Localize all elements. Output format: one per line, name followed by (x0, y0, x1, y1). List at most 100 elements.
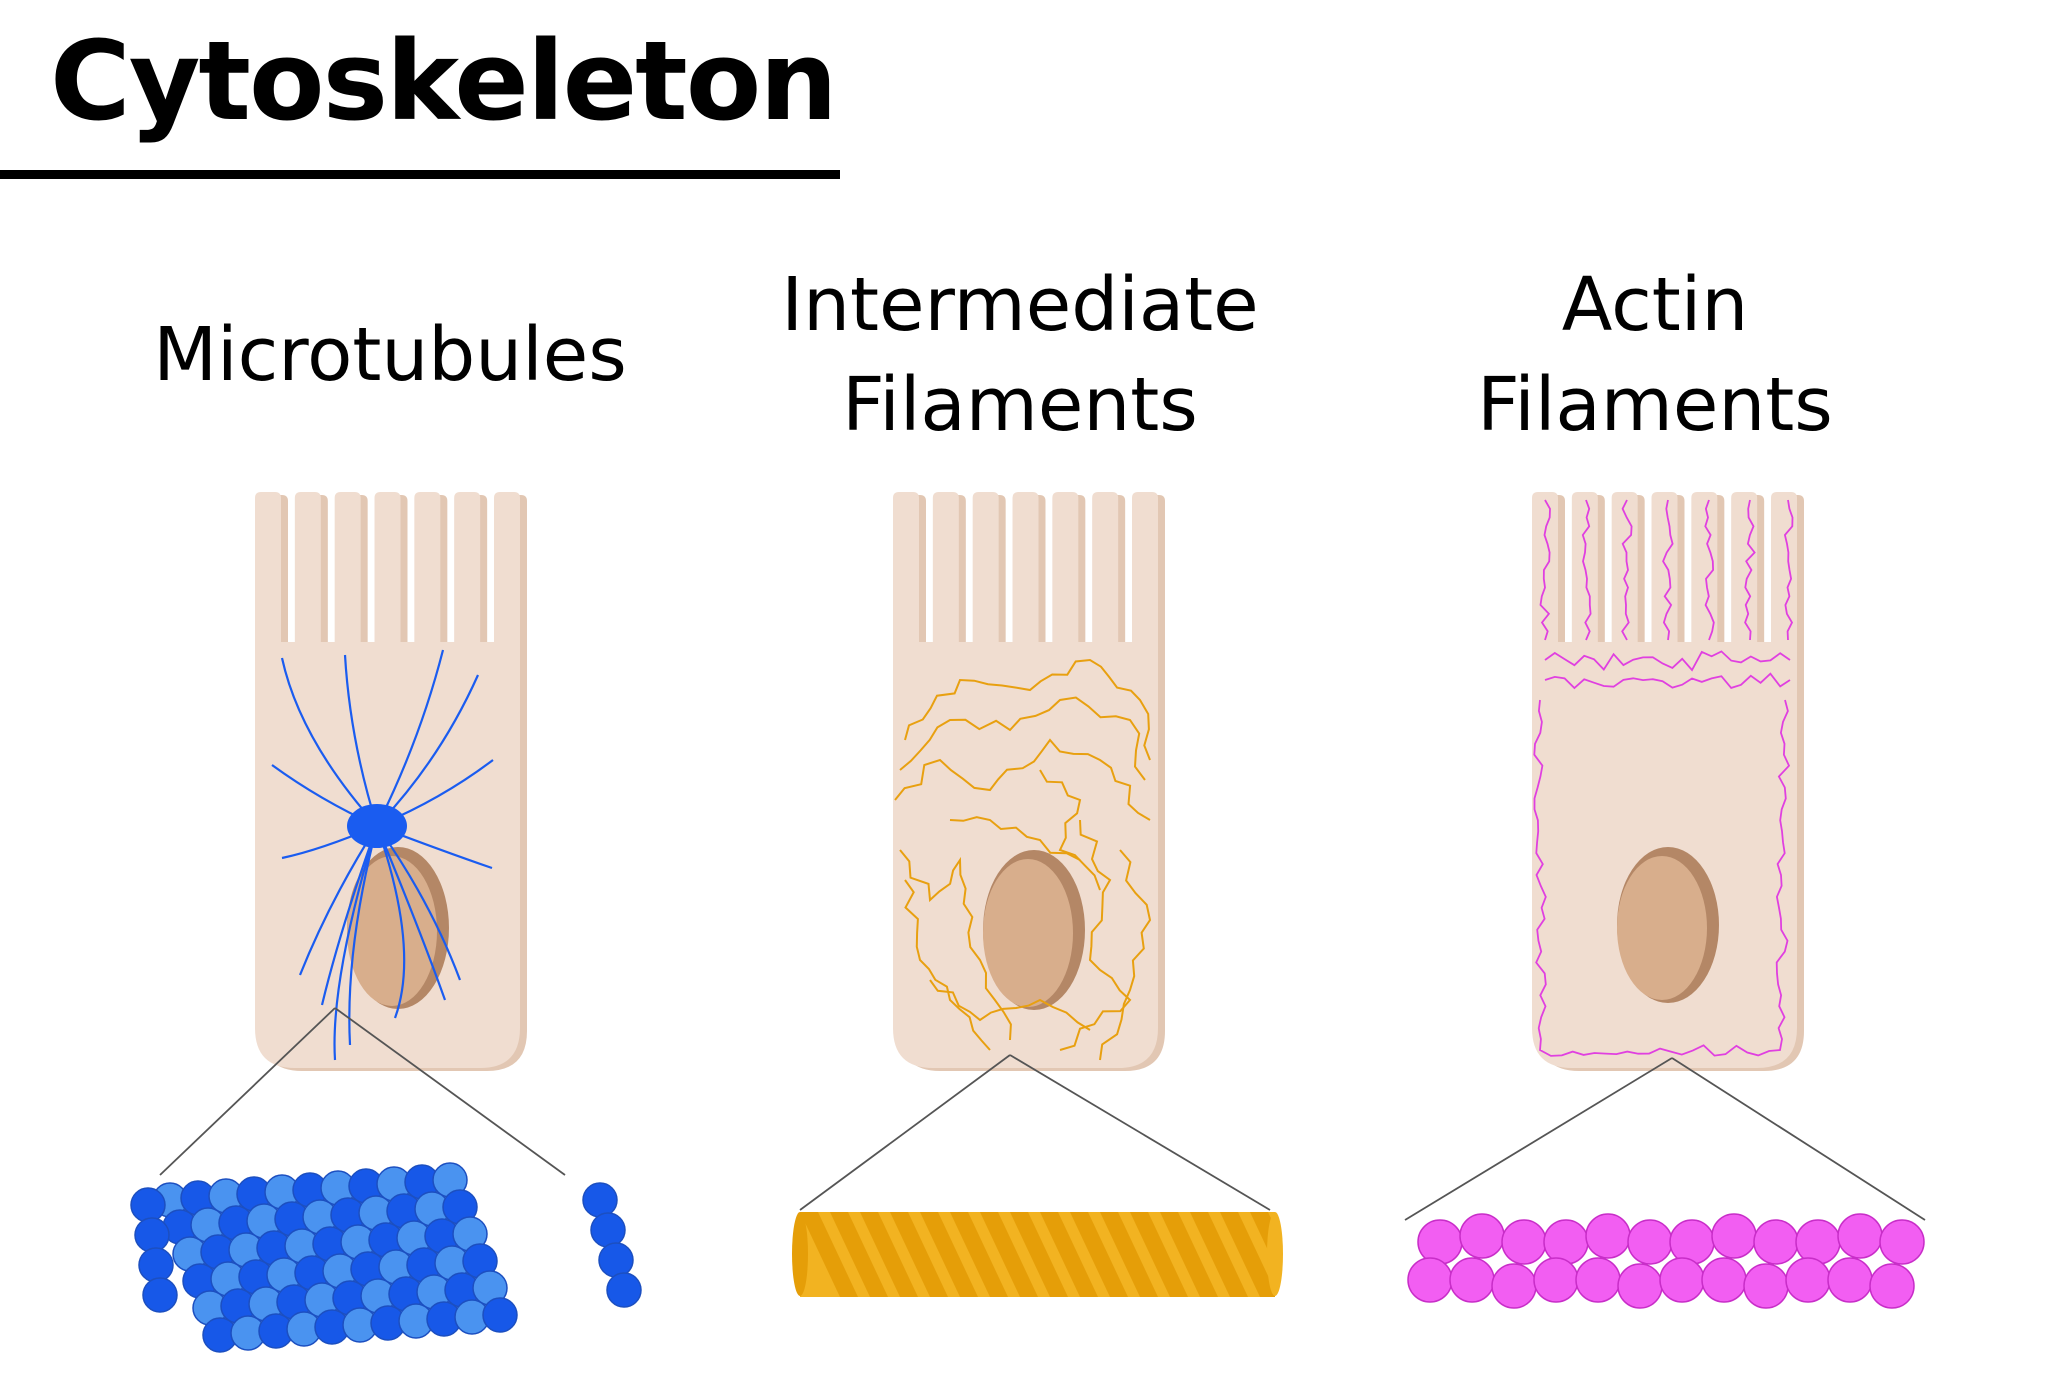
actin-subunit (1869, 1263, 1915, 1309)
zoom-line (334, 1007, 566, 1176)
cell-actin-filaments (1532, 492, 1804, 1071)
filament-stripe (1190, 1212, 1248, 1297)
tubulin-subunit (138, 1247, 174, 1283)
actin-microvillus-strand (1744, 499, 1756, 641)
actin-microvillus-strand (1662, 499, 1674, 641)
actin-subunit (1669, 1219, 1715, 1265)
actin-subunit (1575, 1257, 1621, 1303)
zoom-line (159, 1007, 336, 1176)
actin-subunit (1743, 1263, 1789, 1309)
microtubule-strand (333, 825, 379, 1061)
intermediate-filament-strand (949, 816, 1081, 861)
filament-stripe (1100, 1212, 1158, 1297)
filament-stripe (830, 1212, 888, 1297)
actin-subunit (1837, 1213, 1883, 1259)
actin-subunit (1449, 1257, 1495, 1303)
actin-filament-detail (1404, 1057, 1926, 1309)
actin-subunit (1711, 1213, 1757, 1259)
filament-rope-end (1267, 1212, 1283, 1296)
filament-rope-end (792, 1212, 808, 1296)
label-microtubules: Microtubules (90, 305, 690, 405)
filament-stripe (1280, 1212, 1338, 1297)
cell-body (893, 492, 1158, 1068)
actin-subunit (1533, 1257, 1579, 1303)
actin-subunit (1879, 1219, 1925, 1265)
zoom-line (1671, 1057, 1926, 1221)
microtubule-strand (375, 825, 447, 1001)
centrosome (347, 804, 407, 848)
intermediate-filament-strand (899, 696, 1146, 781)
label-actin-line-2: Filaments (1477, 362, 1833, 448)
filament-stripe (1070, 1212, 1128, 1297)
filament-stripe (1040, 1212, 1098, 1297)
intermediate-filament-strand (1059, 819, 1132, 1051)
label-intermediate-line-1: Intermediate (781, 262, 1259, 348)
actin-subunit (1417, 1219, 1463, 1265)
zoom-line (1009, 1054, 1271, 1211)
actin-subunit (1501, 1219, 1547, 1265)
actin-terminal-web (1544, 650, 1791, 672)
intermediate-filament-strand (904, 879, 991, 1051)
microtubule-detail (130, 1007, 642, 1353)
nucleus (347, 856, 437, 1006)
nucleus (1617, 856, 1707, 1000)
label-intermediate-filaments: Intermediate Filaments (720, 255, 1320, 455)
actin-subunit (1659, 1257, 1705, 1303)
actin-microvillus-strand (1581, 499, 1592, 641)
actin-terminal-web (1544, 672, 1791, 690)
microtubule-strand (348, 825, 379, 1046)
zoom-line (1404, 1057, 1673, 1221)
title-underline (0, 170, 840, 179)
tubulin-subunit (482, 1297, 518, 1333)
actin-subunit (1543, 1219, 1589, 1265)
tubulin-subunit (134, 1217, 170, 1253)
filament-stripe (800, 1212, 858, 1297)
tubulin-subunit (606, 1272, 642, 1308)
actin-subunit (1407, 1257, 1453, 1303)
actin-subunit (1459, 1213, 1505, 1259)
intermediate-filament-detail (792, 1054, 1338, 1297)
label-actin-filaments: Actin Filaments (1355, 255, 1955, 455)
tubulin-subunit (142, 1277, 178, 1313)
actin-subunit (1753, 1219, 1799, 1265)
microtubule-strand (375, 825, 406, 1019)
label-intermediate-line-2: Filaments (842, 362, 1198, 448)
tubulin-subunit (590, 1212, 626, 1248)
tubulin-subunit (598, 1242, 634, 1278)
tubulin-subunit (582, 1182, 618, 1218)
tubulin-subunit (130, 1187, 166, 1223)
intermediate-filament-strand (899, 849, 1012, 1041)
filament-stripe (860, 1212, 918, 1297)
zoom-line (799, 1054, 1011, 1211)
actin-microvillus-strand (1539, 499, 1551, 641)
label-microtubules-line-1: Microtubules (153, 312, 627, 398)
page-title: Cytoskeleton (50, 17, 838, 145)
actin-subunit (1785, 1257, 1831, 1303)
actin-subunit (1795, 1219, 1841, 1265)
filament-stripe (980, 1212, 1038, 1297)
actin-subunit (1827, 1257, 1873, 1303)
microtubule-strand (320, 825, 379, 1006)
filament-stripe (1130, 1212, 1188, 1297)
actin-subunit (1585, 1213, 1631, 1259)
filament-stripe (920, 1212, 978, 1297)
cell-microtubules (255, 492, 527, 1071)
intermediate-filament-strand (929, 979, 1091, 1031)
actin-subunit (1617, 1263, 1663, 1309)
label-actin-line-1: Actin (1561, 262, 1749, 348)
intermediate-filament-strand (904, 658, 1151, 761)
actin-cortex (1533, 699, 1791, 1057)
actin-subunit (1491, 1263, 1537, 1309)
microtubule-strand (280, 657, 378, 827)
nucleus (983, 859, 1073, 1007)
actin-microvillus-strand (1621, 499, 1633, 641)
intermediate-filament-strand (1099, 849, 1152, 1061)
filament-stripe (1010, 1212, 1068, 1297)
cell-body (1532, 492, 1797, 1068)
cell-intermediate-filaments (893, 492, 1165, 1071)
actin-subunit (1627, 1219, 1673, 1265)
filament-stripe (950, 1212, 1008, 1297)
actin-microvillus-strand (1704, 499, 1715, 641)
intermediate-filament-strand (1039, 769, 1101, 891)
